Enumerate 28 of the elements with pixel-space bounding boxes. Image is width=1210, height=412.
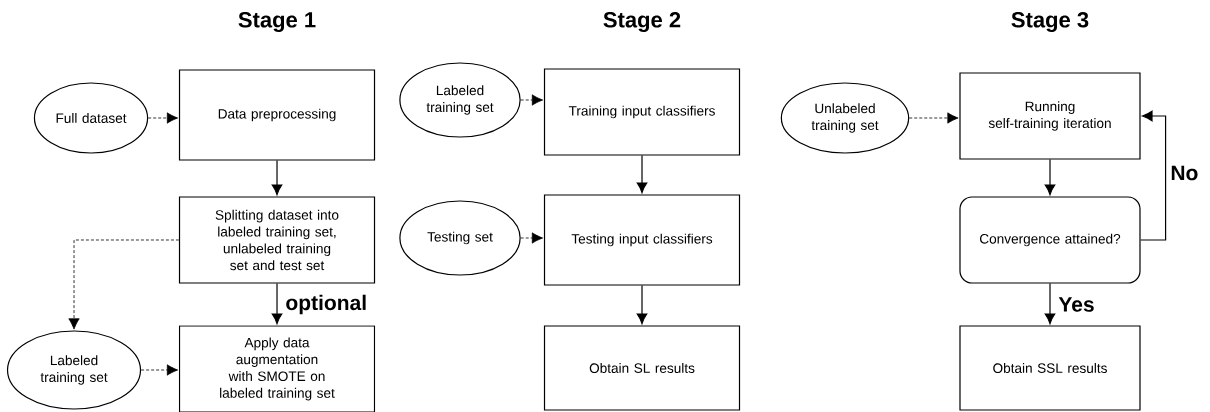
arrow xyxy=(1044,283,1056,325)
arrow xyxy=(1044,159,1056,196)
arrow xyxy=(271,160,283,196)
arrow xyxy=(1140,110,1167,241)
stage-title: Stage 2 xyxy=(603,12,681,32)
edge-label: No xyxy=(1168,163,1201,183)
arrow xyxy=(271,283,283,325)
process-box: Splitting dataset into labeled training set, unlabeled training set and test set xyxy=(178,196,376,284)
process-box: Data preprocessing xyxy=(178,69,376,161)
process-box: Obtain SSL results xyxy=(959,325,1141,411)
arrow xyxy=(520,94,544,106)
arrow xyxy=(636,155,648,194)
arrow xyxy=(908,112,959,124)
process-box: Obtain SL results xyxy=(543,325,741,411)
arrow xyxy=(68,239,180,330)
process-box: Running self-training iteration xyxy=(959,72,1141,160)
stage-title: Stage 3 xyxy=(1011,12,1089,32)
process-box: Apply data augmentation with SMOTE on labeled training set xyxy=(178,325,376,412)
edge-label: Yes xyxy=(1056,295,1097,314)
process-box: Testing input classifiers xyxy=(543,194,741,286)
decision-box: Convergence attained? xyxy=(959,196,1141,284)
stage-title: Stage 1 xyxy=(238,12,316,32)
arrow xyxy=(520,232,544,244)
arrow xyxy=(147,112,179,124)
arrow xyxy=(636,285,648,325)
process-box: Training input classifiers xyxy=(543,68,741,156)
edge-label: optional xyxy=(283,292,370,317)
arrow xyxy=(140,364,179,376)
